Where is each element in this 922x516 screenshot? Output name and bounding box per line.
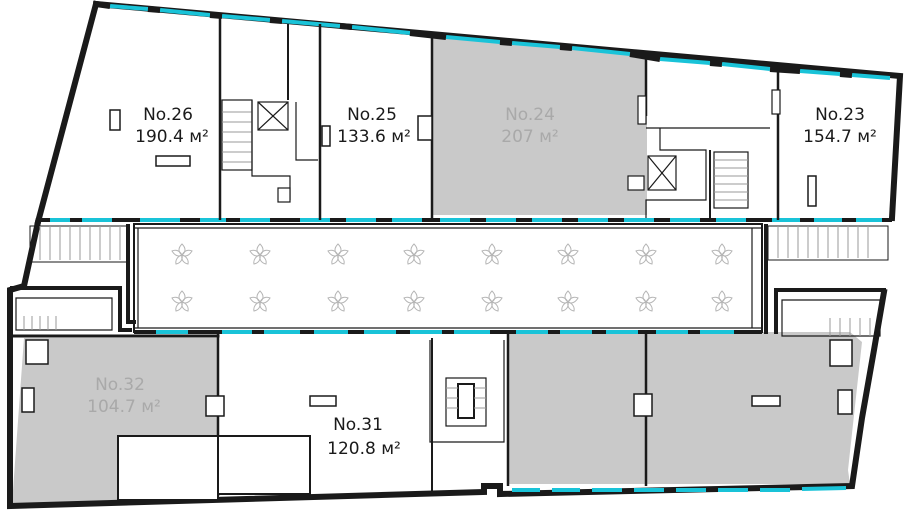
unit-32-area: 104.7 м² <box>87 397 161 417</box>
upper-partitions <box>218 16 781 220</box>
unit-24-area[interactable] <box>433 34 647 215</box>
unit-labels: No.26 190.4 м² No.25 133.6 м² No.24 207 … <box>87 105 877 459</box>
unit-24-label: No.24 <box>505 105 555 125</box>
column-icons <box>109 109 817 417</box>
unit-23-label: No.23 <box>815 105 865 125</box>
unit-31-label: No.31 <box>333 415 383 435</box>
unit-25-area: 133.6 м² <box>337 127 411 147</box>
unit-30-area[interactable] <box>508 332 862 484</box>
bottom-windows <box>512 486 847 492</box>
unit-23-area: 154.7 м² <box>803 127 877 147</box>
unit-26-area: 190.4 м² <box>135 127 209 147</box>
left-wing <box>10 224 220 413</box>
unit-25-label: No.25 <box>347 105 397 125</box>
unit-32-area[interactable] <box>12 338 218 504</box>
right-wing <box>764 224 889 415</box>
unit-24-area: 207 м² <box>501 127 559 147</box>
unit-32-label: No.32 <box>95 375 145 395</box>
top-windows <box>109 4 891 80</box>
lower-partitions <box>117 332 648 501</box>
unit-31-area: 120.8 м² <box>327 439 401 459</box>
corridor <box>38 218 892 334</box>
unit-26-label: No.26 <box>143 105 193 125</box>
